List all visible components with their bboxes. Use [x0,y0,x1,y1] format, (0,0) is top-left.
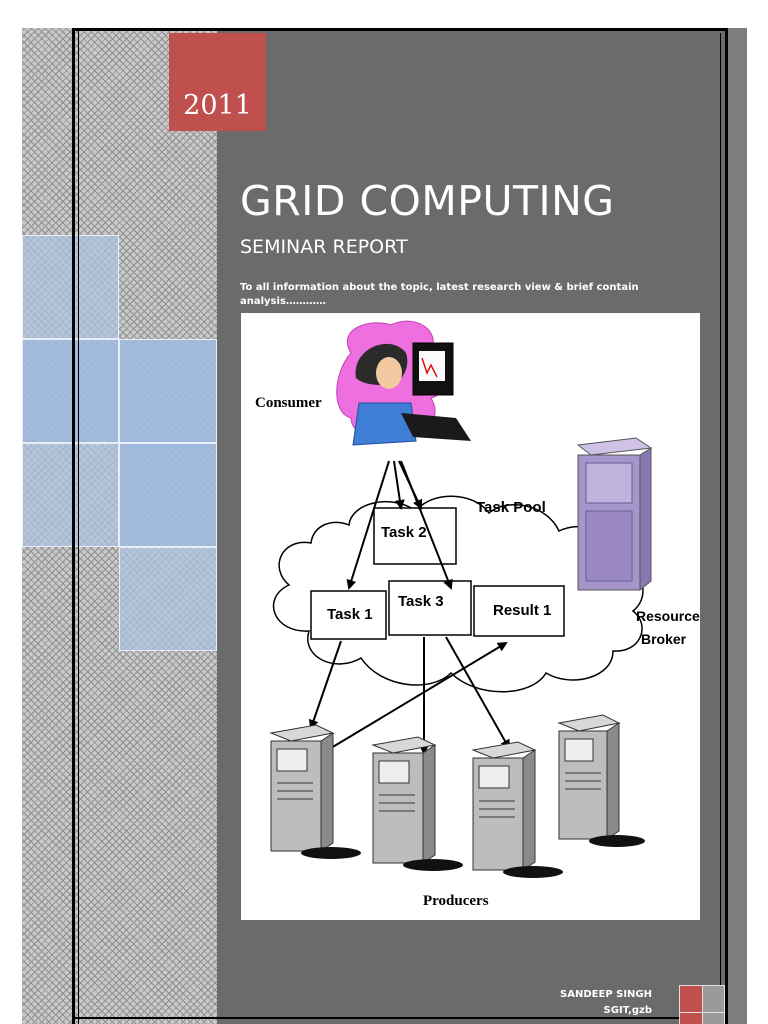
author-block: SANDEEP SINGH SGIT,gzb [530,987,652,1019]
resource-broker-label: Broker [641,631,687,647]
year-text: 2011 [183,90,252,121]
author-institute: SGIT,gzb [603,1005,652,1016]
decor-square-gray [702,985,725,1013]
producer-server-icon [269,724,361,859]
report-subtitle: SEMINAR REPORT [240,236,408,258]
resource-broker-label: Resource [636,608,700,624]
decor-square [119,547,217,651]
task-2-label: Task 2 [381,524,427,541]
task-pool-label: Task Pool [476,499,546,516]
report-description: To all information about the topic, late… [240,282,639,307]
year-badge: 2011 [169,33,266,131]
producer-server-icon [371,736,463,871]
producer-server-icon [471,741,563,878]
task-1-box: Task 1 [310,590,387,640]
frame-line [72,28,728,31]
task-3-label: Task 3 [398,593,444,610]
decor-square-red [679,1012,703,1024]
decor-square-gray [702,1012,725,1024]
consumer-label: Consumer [255,395,322,411]
frame-line [725,28,728,1024]
result-1-box: Result 1 [473,585,565,637]
decor-square-red [679,985,703,1013]
task-2-box: Task 2 [373,507,457,565]
decor-square [119,339,217,443]
result-1-label: Result 1 [493,602,551,619]
resource-broker-server-icon [576,437,653,592]
decor-square [22,443,119,547]
decor-square [22,235,119,339]
decor-square [22,339,119,443]
consumer-icon [336,320,471,446]
task-1-label: Task 1 [327,606,373,623]
frame-line [72,1017,728,1019]
frame-line [72,28,75,1024]
frame-line [720,33,721,1024]
decor-square [119,443,217,547]
frame-line [78,28,79,1024]
report-title: GRID COMPUTING [240,177,615,225]
producer-server-icon [557,714,645,847]
task-3-box: Task 3 [388,580,472,636]
author-name: SANDEEP SINGH [560,989,652,1000]
producers-label: Producers [423,893,489,909]
grid-computing-diagram: Consumer Resource Broker Task Pool Task … [241,313,700,920]
diagram-svg: Consumer Resource Broker Task Pool Task … [255,320,700,909]
flow-arrows [308,460,510,755]
right-edge-band [727,28,747,1024]
